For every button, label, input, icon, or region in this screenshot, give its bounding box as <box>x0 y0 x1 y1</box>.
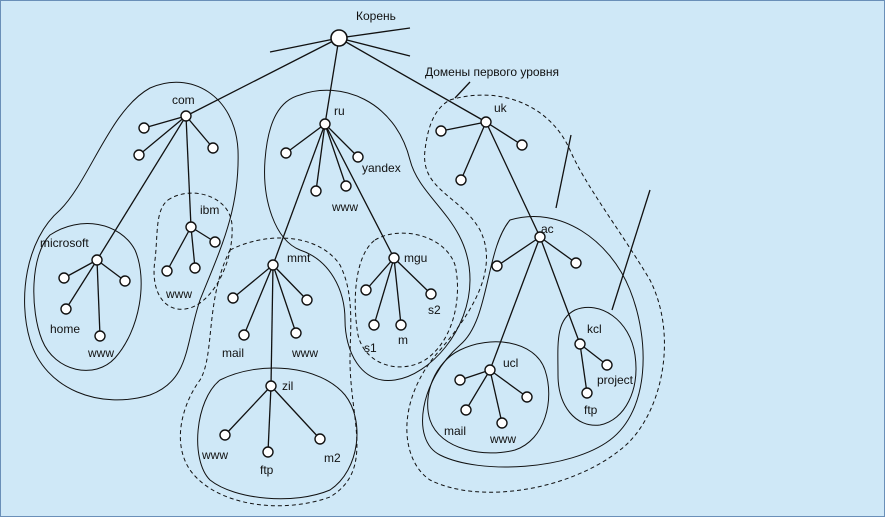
zone-ru <box>264 89 471 381</box>
node-mgu-s2 <box>425 288 437 300</box>
zone-ucl <box>427 341 550 454</box>
node-microsoft <box>91 254 103 266</box>
zone-com <box>24 81 239 401</box>
node-ucl <box>484 364 496 376</box>
label-ru-www: www <box>331 200 358 214</box>
node-ac-leaf <box>570 257 582 269</box>
zone-zil <box>197 367 358 500</box>
node-mmt-leaf <box>301 294 313 306</box>
label-mgu: mgu <box>404 251 427 265</box>
root-label: Корень <box>356 9 396 23</box>
node-mmt-leaf <box>227 292 239 304</box>
node-kcl-project <box>601 359 613 371</box>
zone-mgu <box>354 232 458 368</box>
label-ibm: ibm <box>200 203 219 217</box>
node-kcl <box>574 338 586 350</box>
node-microsoft-leaf <box>119 275 131 287</box>
label-zil-ftp: ftp <box>260 463 274 477</box>
label-mgu-s2: s2 <box>428 303 441 317</box>
node-ibm <box>185 221 197 233</box>
node-ru-leaf <box>310 185 322 197</box>
node-zil-ftp <box>262 446 274 458</box>
node-ru-www <box>340 180 352 192</box>
node-mgu-m <box>395 319 407 331</box>
label-ucl-mail: mail <box>444 424 466 438</box>
label-ac: ac <box>541 222 554 236</box>
node-mgu-leaf <box>360 284 372 296</box>
node-ac <box>534 231 546 243</box>
node-uk-leaf <box>435 125 447 137</box>
label-mmt: mmt <box>287 251 311 265</box>
node-microsoft-home <box>60 303 72 315</box>
label-ru: ru <box>334 104 345 118</box>
label-kcl-project: project <box>597 373 634 387</box>
node-mgu-s1 <box>368 319 380 331</box>
node-yandex <box>352 151 364 163</box>
label-zil-www: www <box>201 448 228 462</box>
node-ibm-www <box>161 265 173 277</box>
zone-mmt <box>179 237 358 507</box>
node-microsoft-leaf <box>58 272 70 284</box>
tree-nodes <box>58 29 613 458</box>
node-com <box>180 110 192 122</box>
node-uk <box>480 116 492 128</box>
label-microsoft-www: www <box>87 346 114 360</box>
node-uk-leaf <box>455 174 467 186</box>
zone-ibm <box>153 192 233 310</box>
node-com-leaf <box>207 142 219 154</box>
node-ac-leaf <box>491 260 503 272</box>
node-mgu <box>388 252 400 264</box>
node-zil-m2 <box>314 433 326 445</box>
label-zil-m2: m2 <box>324 451 341 465</box>
node-mmt-mail <box>238 329 250 341</box>
tree-labels: Корень Домены первого уровня com ru uk i… <box>40 9 634 477</box>
node-ru-leaf <box>280 147 292 159</box>
node-kcl-ftp <box>581 387 593 399</box>
label-zil: zil <box>282 379 293 393</box>
node-ucl-www <box>496 417 508 429</box>
node-ibm-leaf <box>209 236 221 248</box>
zone-ac <box>422 216 644 468</box>
label-uk: uk <box>494 101 508 115</box>
label-ibm-www: www <box>165 287 192 301</box>
node-com-leaf <box>138 122 150 134</box>
label-microsoft-home: home <box>50 322 80 336</box>
node-microsoft-www <box>94 330 106 342</box>
label-mmt-mail: mail <box>222 346 244 360</box>
root-node <box>330 29 348 47</box>
label-yandex: yandex <box>362 161 401 175</box>
zone-uk <box>406 94 665 493</box>
label-mmt-www: www <box>291 346 318 360</box>
label-ucl: ucl <box>503 356 518 370</box>
node-ucl-leaf <box>521 391 533 403</box>
zone-boundaries <box>24 81 665 507</box>
top-level-caption: Домены первого уровня <box>425 65 559 79</box>
node-mmt <box>267 259 279 271</box>
node-ibm-leaf <box>189 262 201 274</box>
node-uk-leaf <box>516 139 528 151</box>
node-zil-www <box>219 429 231 441</box>
node-mmt-www <box>290 327 302 339</box>
tree-edges <box>63 27 651 453</box>
node-ucl-leaf <box>454 374 466 386</box>
node-ucl-mail <box>460 404 472 416</box>
label-microsoft: microsoft <box>40 236 89 250</box>
node-ru <box>319 118 331 130</box>
label-mgu-m: m <box>398 333 408 347</box>
label-kcl-ftp: ftp <box>584 403 598 417</box>
label-ucl-www: www <box>489 432 516 446</box>
node-zil <box>265 380 277 392</box>
label-kcl: kcl <box>587 322 602 336</box>
label-mgu-s1: s1 <box>364 341 377 355</box>
label-com: com <box>172 93 195 107</box>
zone-kcl <box>557 306 637 426</box>
node-com-leaf <box>133 149 145 161</box>
